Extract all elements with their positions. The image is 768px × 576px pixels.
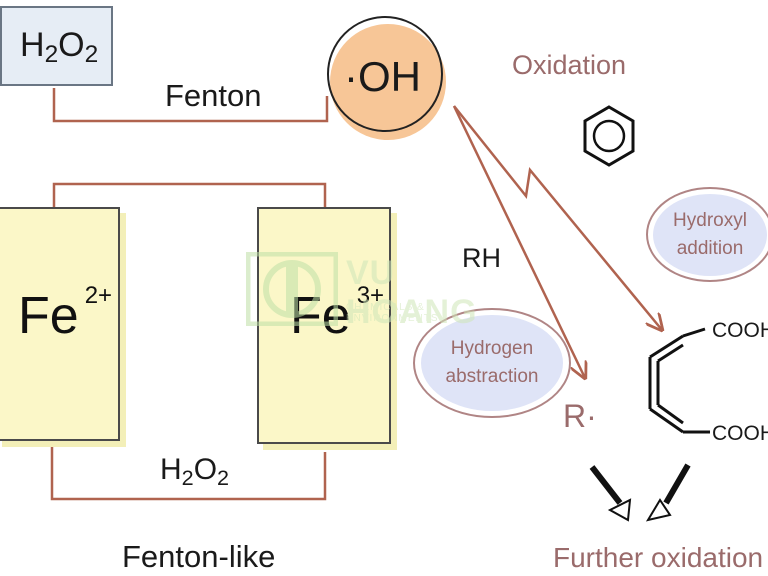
h2o2-top-sub1: 2 [44,41,59,68]
fenton-like-label: Fenton-like [122,539,276,574]
h2o2-top-sub2: 2 [84,41,99,68]
hydroxyl-radical-circle [327,16,443,132]
fe2-symbol: Fe [18,287,79,345]
cooh-top-label: COOH [712,319,768,342]
muconic-acid-structure [648,327,710,434]
fe3-charge: 3+ [356,281,385,309]
oxidation-label: Oxidation [512,50,627,80]
hydrogen-abstraction-fill: Hydrogen abstraction [421,315,563,411]
hydroxyl-addition-line1: Hydroxyl [673,209,747,231]
h2o2-reagent-box [0,6,113,86]
fe3-to-fe2-arrow [52,407,327,501]
hydroxyl-addition-line2: addition [676,237,744,259]
h2o2-bottom-h: H [160,453,182,486]
further-oxidation-arrows [589,463,691,522]
further-oxidation-label: Further oxidation [553,542,764,573]
fe2-charge: 2+ [84,281,113,309]
fe3-symbol: Fe [290,287,351,345]
hydrogen-abstraction-ellipse: Hydrogen abstraction [413,308,571,418]
h2o2-bottom-sub1: 2 [181,465,194,490]
r-radical-label: R· [563,398,597,434]
oh-to-r-arrow [452,105,585,378]
fenton-connector [52,88,329,123]
h2o2-top-o: O [58,26,85,64]
benzene-icon [583,105,635,167]
hydrogen-abstraction-line2: abstraction [445,366,539,387]
oh-to-acid-arrow [453,105,662,330]
h2o2-top-formula: H2O2 [20,26,98,67]
fe2-box [0,207,120,441]
h2o2-top-h: H [20,26,45,64]
h2o2-bottom-formula: H2O2 [160,453,229,489]
cooh-bottom-label: COOH [712,422,768,445]
hydroxyl-addition-fill: Hydroxyl addition [653,193,767,276]
hydroxyl-addition-ellipse: Hydroxyl addition [646,187,768,282]
fenton-label: Fenton [165,78,262,113]
hydroxyl-radical-label: ·OH [344,53,421,100]
rh-label: RH [462,243,501,273]
h2o2-bottom-sub2: 2 [217,465,230,490]
h2o2-bottom-o: O [193,453,218,486]
hydrogen-abstraction-line1: Hydrogen [450,338,534,360]
